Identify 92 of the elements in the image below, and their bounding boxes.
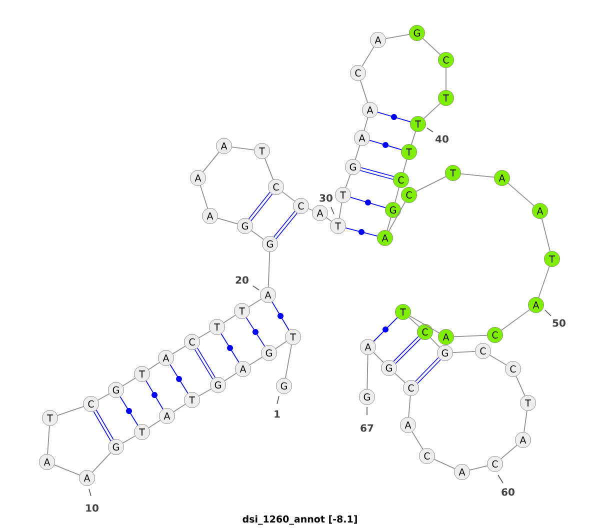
backbone-line [122,436,136,444]
backbone-line [516,376,526,396]
position-number: 1 [274,410,280,418]
backbone-line [434,458,456,470]
backbone-line [251,230,264,240]
base-pair-line [345,228,378,236]
backbone-line [500,309,530,331]
backbone-line [469,465,488,471]
backbone-line [408,395,411,418]
backbone-line [408,316,420,328]
base-pair-line [93,410,114,442]
backbone-line [460,173,495,178]
backbone-line [423,102,441,120]
backbone-line [223,314,236,324]
backbone-line [386,217,392,231]
backbone-line [508,182,534,206]
backbone-line [541,218,551,252]
base-pair-line [350,196,386,208]
backbone-line [364,117,368,131]
base-pair-line [373,317,398,342]
backbone-line [54,464,80,476]
base-pair-line [146,380,164,410]
backbone-line [231,146,255,150]
base-pair-line [220,333,240,363]
backbone-line [388,202,406,232]
base-pair-line [194,348,216,380]
base-pair-line [393,336,421,364]
backbone-line [338,202,342,219]
base-pair-line [248,192,273,221]
base-pair-line [272,301,290,331]
backbone-line [366,354,368,390]
backbone-line [47,425,50,454]
backbone-line [202,152,220,172]
backbone-line [500,444,518,460]
position-number: 30 [320,194,332,202]
backbone-line [409,316,440,334]
backbone-line [249,356,263,366]
backbone-line [360,80,368,103]
backbone-line [308,208,313,211]
backbone-line [452,350,476,354]
backbone-line [489,354,507,366]
backbone-line [402,159,408,173]
backbone-line [98,393,110,401]
backbone-line [412,431,424,450]
position-number: 40 [436,135,448,143]
base-pair-line [360,167,394,180]
backbone-line [275,340,287,350]
backbone-line [422,38,441,56]
position-number: 67 [360,424,374,432]
backbone-line [394,187,400,203]
backbone-line [173,404,186,412]
base-pair-line [415,357,441,384]
backbone-line [57,406,84,416]
backbone-line [362,46,374,67]
backbone-line [122,378,136,386]
position-number: 10 [86,504,98,512]
backbone-line [92,452,112,473]
backbone-line [326,217,332,222]
backbone-line [248,298,262,308]
backbone-line [394,372,406,384]
backbone-line [172,346,186,354]
backbone-line [198,330,211,338]
backbone-line [410,131,416,145]
base-pair-line [170,364,188,394]
backbone-line [373,352,384,363]
backbone-line [385,34,410,40]
backbone-line [224,372,237,382]
base-pair-line [274,210,298,240]
title: dsi_1260_annot [-8.1] [242,515,357,525]
backbone-line [268,252,270,288]
backbone-line [200,185,208,209]
base-pair-line [377,112,411,122]
backbone-line [282,191,296,202]
backbone-line [538,266,550,298]
backbone-line [148,362,160,370]
backbone-line [416,176,446,192]
position-number: 60 [502,488,514,496]
backbone-line [285,344,292,379]
backbone-line [217,218,238,224]
base-pair-line [246,317,266,347]
backbone-line [454,334,488,338]
position-number: 50 [552,319,566,327]
backbone-line [430,337,440,348]
base-pair-line [120,396,138,426]
backbone-line [524,410,528,433]
base-pair-line [369,140,402,150]
backbone-line [354,145,360,160]
backbone-line [148,420,161,428]
backbone-line [264,158,274,180]
position-number: 20 [236,276,248,284]
backbone-line [198,388,212,396]
backbone-line [345,174,351,188]
